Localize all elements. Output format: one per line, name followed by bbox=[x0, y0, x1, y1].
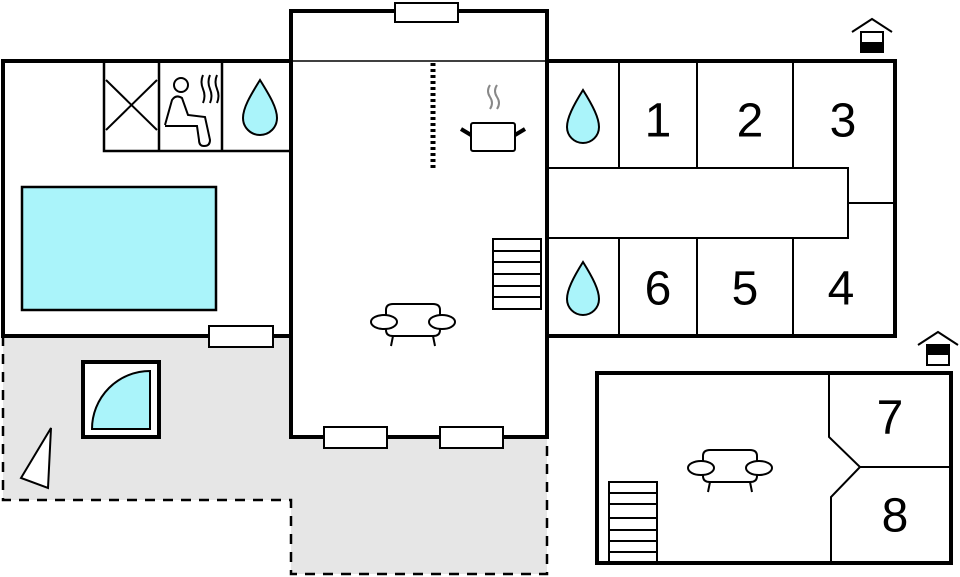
room-2-label: 2 bbox=[737, 95, 764, 148]
room-6-label: 6 bbox=[645, 263, 672, 316]
sofa-icon bbox=[687, 449, 773, 493]
room-3-label: 3 bbox=[830, 95, 857, 148]
center-block bbox=[289, 9, 549, 439]
left-block bbox=[1, 59, 293, 338]
stairs-icon bbox=[492, 238, 542, 310]
right-block: 1 2 3 4 5 6 bbox=[545, 59, 897, 338]
room-1-label: 1 bbox=[645, 95, 672, 148]
toilet-cross-icon bbox=[105, 79, 158, 131]
shower-icon bbox=[81, 360, 161, 439]
room-8-label: 8 bbox=[882, 490, 909, 543]
water-drop-icon bbox=[565, 88, 601, 144]
pool bbox=[20, 185, 218, 312]
room-7-label: 7 bbox=[877, 392, 904, 445]
stairs-icon bbox=[608, 481, 658, 563]
house-floor-icon bbox=[851, 17, 893, 53]
cooking-pot-icon bbox=[459, 84, 527, 152]
room-5-label: 5 bbox=[732, 263, 759, 316]
lower-block: 7 8 bbox=[595, 371, 953, 565]
house-floor-icon bbox=[917, 330, 959, 366]
sofa-icon bbox=[370, 303, 456, 347]
water-drop-icon bbox=[565, 260, 601, 316]
room-4-label: 4 bbox=[828, 263, 855, 316]
water-drop-icon bbox=[241, 78, 279, 136]
triangle-marker-icon bbox=[19, 427, 52, 490]
windows bbox=[208, 2, 504, 449]
sauna-icon bbox=[164, 74, 220, 148]
